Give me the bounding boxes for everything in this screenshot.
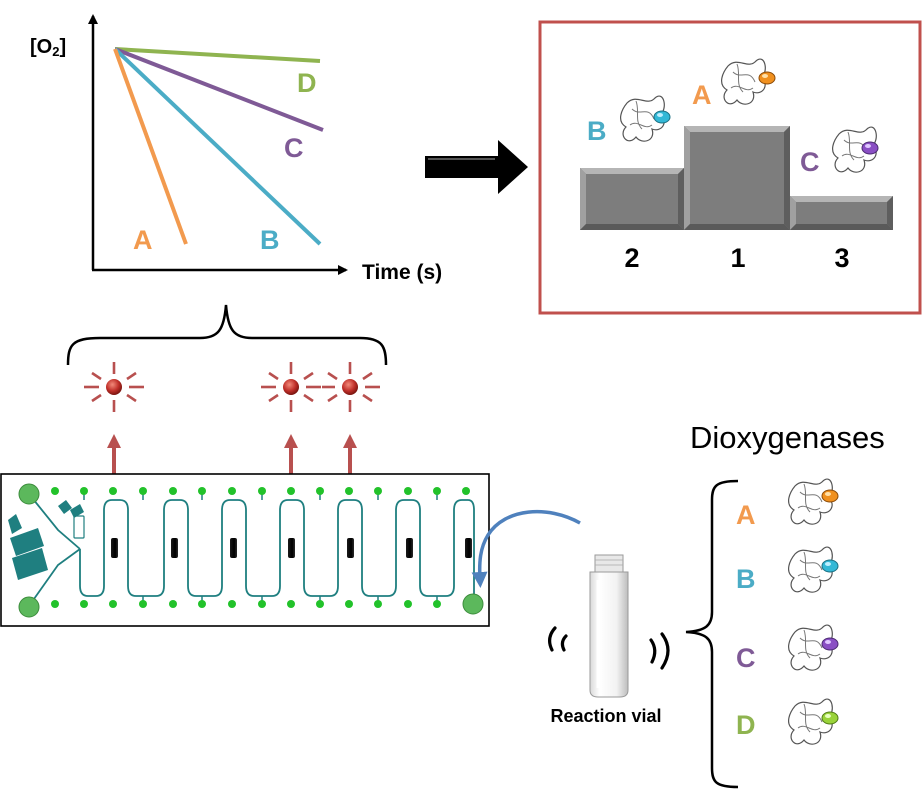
podium-letter-c: C xyxy=(800,147,820,177)
enzyme-structure-icon xyxy=(620,95,671,142)
series-line-d xyxy=(114,47,321,63)
podium-second xyxy=(580,168,684,230)
enzyme-structure-icon xyxy=(832,126,879,173)
series-label-a: A xyxy=(133,225,153,255)
flow-arrow xyxy=(471,510,581,588)
x-axis-label: Time (s) xyxy=(362,261,442,284)
series-label-b: B xyxy=(260,225,280,255)
enzyme-label-b: B xyxy=(736,564,756,594)
series-label-d: D xyxy=(297,68,317,98)
enzyme-label-a: A xyxy=(736,500,756,530)
enzyme-structure-icon xyxy=(788,624,839,671)
rank-label-2: 2 xyxy=(624,243,639,273)
o2-chart: [O2] Time (s) A B C D xyxy=(30,14,442,284)
enzyme-list-brace xyxy=(685,479,739,789)
result-arrow xyxy=(425,140,528,194)
podium-letter-b: B xyxy=(587,116,607,146)
enzyme-structure-icon xyxy=(788,478,839,525)
enzyme-structure-icon xyxy=(788,546,839,593)
chip-logo-icon xyxy=(8,500,85,580)
enzyme-structure-icon xyxy=(721,58,776,105)
podium-letter-a: A xyxy=(692,80,712,110)
podium-third xyxy=(790,196,893,230)
vial-label: Reaction vial xyxy=(550,706,661,726)
chip-frame xyxy=(0,473,490,627)
sensor-blocks xyxy=(111,538,472,558)
series-line-b xyxy=(113,47,322,246)
enzyme-structure-icon xyxy=(788,698,839,745)
readout-brace xyxy=(66,304,388,366)
sensor-spot-icon xyxy=(84,362,144,412)
enzyme-label-d: D xyxy=(736,710,756,740)
series-line-c xyxy=(114,47,324,132)
enzyme-list: A B C D xyxy=(736,478,839,745)
led-row-bottom xyxy=(51,600,441,608)
rank-label-3: 3 xyxy=(834,243,849,273)
inlet-port-bottom xyxy=(18,596,40,618)
shake-marks xyxy=(548,626,670,670)
enzyme-label-c: C xyxy=(736,643,756,673)
outlet-port xyxy=(462,593,484,615)
reaction-vial xyxy=(589,554,629,698)
led-row-top xyxy=(51,487,470,495)
rank-label-1: 1 xyxy=(730,243,745,273)
serpentine-channel xyxy=(79,499,475,604)
podium-first xyxy=(684,126,790,230)
ranking-panel: B A C 2 1 3 xyxy=(538,20,922,315)
sensor-spot-icon xyxy=(261,362,321,412)
microfluidic-chip xyxy=(0,473,490,627)
series-label-c: C xyxy=(284,133,304,163)
series-line-a xyxy=(113,48,188,245)
dioxygenases-title: Dioxygenases xyxy=(690,420,885,455)
sensor-spot-icon xyxy=(322,362,380,412)
inlet-port-top xyxy=(18,483,40,505)
y-axis-label: [O2] xyxy=(30,36,66,59)
